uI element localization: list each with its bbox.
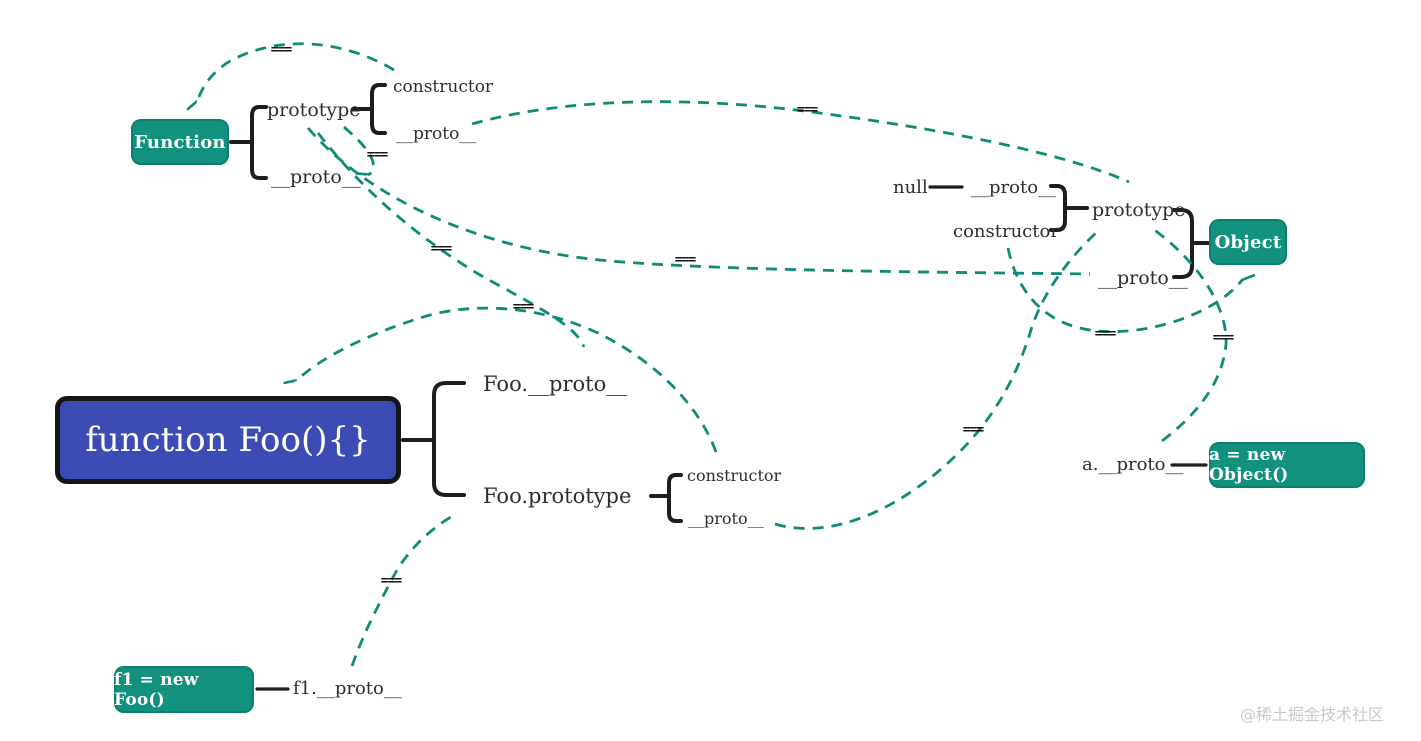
node-a-box: a = new Object()	[1209, 442, 1365, 488]
label-a-proto: a.__proto__	[1082, 454, 1184, 475]
edge-function-proto-to-prototype	[343, 125, 375, 175]
equality-label-5: ===	[796, 102, 819, 118]
label-function-prototype-constructor: constructor	[393, 77, 494, 97]
edge-foo-proto-to-function-prototype	[316, 132, 586, 348]
equality-label-8: ===	[1212, 330, 1235, 346]
label-function-prototype: prototype	[267, 99, 361, 121]
watermark-text: @稀土掘金技术社区	[1240, 705, 1385, 724]
edge-function-prototype-proto-to-object-prototype	[471, 100, 1130, 184]
equality-label-0: ===	[270, 42, 293, 58]
label-function-prototype-proto: __proto__	[396, 124, 477, 144]
edge-constructor-to-function	[197, 42, 395, 102]
label-object-prototype: prototype	[1092, 199, 1186, 221]
equality-label-1: ===	[366, 147, 389, 163]
label-foo-proto: Foo.__proto__	[483, 372, 628, 396]
equality-label-3: ===	[674, 252, 697, 268]
equality-label-6: ===	[962, 422, 985, 438]
edge-foo-constructor-to-foo	[296, 306, 718, 453]
node-f1-box: f1 = new Foo()	[114, 666, 254, 713]
label-object-proto: __proto__	[1098, 267, 1188, 289]
node-function-box: Function	[131, 119, 229, 165]
connector-lines	[255, 185, 1208, 691]
edge-foo-prototype-proto-to-object-prototype	[774, 227, 1101, 530]
label-object-prototype-constructor: constructor	[953, 221, 1059, 242]
edge-object-constructor-to-object	[1006, 247, 1243, 334]
label-null: null	[893, 177, 928, 198]
equality-label-2: ===	[430, 241, 453, 257]
label-object-prototype-proto: __proto__	[971, 177, 1057, 198]
label-foo-prototype: Foo.prototype	[483, 484, 632, 508]
edge-f1-proto-to-foo-prototype	[350, 512, 457, 667]
node-foo-box: function Foo(){}	[55, 396, 401, 484]
label-function-proto: __proto__	[271, 166, 361, 188]
equality-label-9: ===	[380, 573, 403, 589]
edge-object-proto-to-function-prototype	[306, 127, 1091, 276]
node-object-box: Object	[1209, 219, 1287, 265]
label-foo-prototype-proto: __proto__	[688, 509, 764, 528]
label-f1-proto: f1.__proto__	[293, 678, 402, 699]
equality-label-4: ===	[512, 299, 535, 315]
tree-brackets	[229, 83, 1210, 523]
equality-label-7: ===	[1094, 326, 1117, 342]
edge-a-proto-to-object-prototype	[1149, 225, 1228, 443]
relation-curves	[197, 42, 1243, 667]
label-foo-prototype-constructor: constructor	[687, 466, 782, 485]
